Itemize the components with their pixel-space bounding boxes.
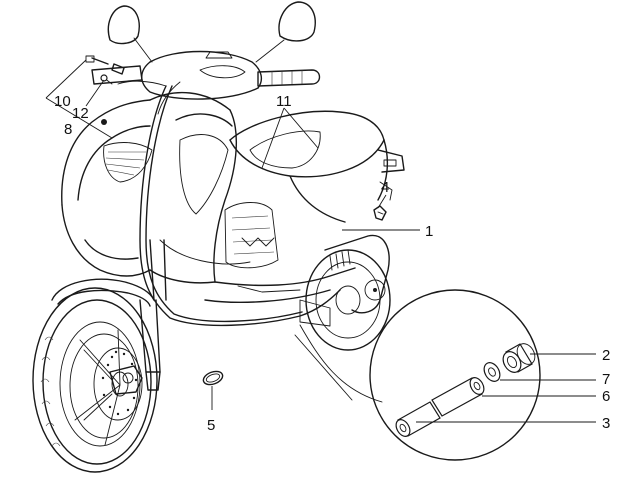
leader-lines	[45, 59, 596, 423]
callout-5: 5	[207, 417, 215, 434]
speedometer-cable	[117, 80, 341, 327]
callout-12: 12	[72, 105, 89, 122]
front-fork	[51, 239, 167, 391]
front-wheel	[32, 287, 158, 473]
small-parts-top-left	[85, 55, 125, 125]
scooter-body	[61, 1, 356, 303]
callout-2: 2	[602, 347, 610, 364]
callout-labels: 1 2 3 4 5 6 7 8 10 11 12	[54, 93, 610, 434]
callout-4: 4	[381, 179, 389, 196]
seat	[229, 110, 405, 223]
detail-magnifier	[294, 289, 541, 461]
callout-6: 6	[602, 388, 610, 405]
callout-3: 3	[602, 415, 610, 432]
callout-11: 11	[276, 93, 292, 110]
callout-1: 1	[425, 223, 433, 240]
callout-8: 8	[64, 121, 72, 138]
part-5-ring	[202, 370, 224, 386]
rear-wheel	[299, 234, 391, 351]
callout-7: 7	[602, 371, 610, 388]
callout-10: 10	[54, 93, 71, 110]
part-4-clip	[373, 205, 387, 221]
